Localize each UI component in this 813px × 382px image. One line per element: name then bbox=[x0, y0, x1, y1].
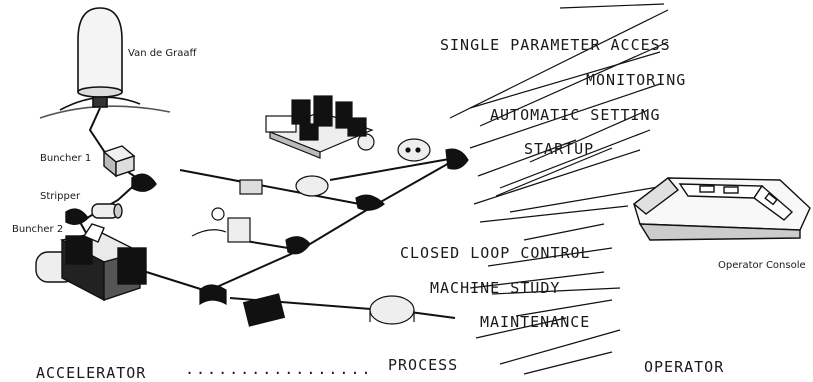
bending-magnets bbox=[199, 148, 469, 327]
label-closed-loop-control: CLOSED LOOP CONTROL bbox=[400, 244, 591, 262]
label-van-de-graaff: Van de Graaff bbox=[128, 48, 197, 59]
label-accelerator: ACCELERATOR bbox=[36, 364, 147, 382]
label-startup: STARTUP bbox=[524, 140, 595, 158]
label-operator: OPERATOR bbox=[644, 358, 725, 376]
label-automatic-setting: AUTOMATIC SETTING bbox=[490, 106, 661, 124]
buncher1-component bbox=[102, 145, 157, 192]
label-process: PROCESS bbox=[388, 356, 459, 374]
label-operator-console: Operator Console bbox=[718, 260, 806, 271]
label-dots: ................. bbox=[185, 360, 373, 378]
label-machine-study: MACHINE STUDY bbox=[430, 279, 561, 297]
main-magnet bbox=[35, 223, 147, 302]
label-single-parameter-access: SINGLE PARAMETER ACCESS bbox=[440, 36, 671, 54]
label-buncher2: Buncher 2 bbox=[12, 224, 64, 235]
injector-beam-line bbox=[79, 107, 141, 241]
label-stripper: Stripper bbox=[40, 191, 81, 202]
label-buncher1: Buncher 1 bbox=[40, 153, 92, 164]
stripper-component bbox=[65, 203, 123, 225]
upper-spectrometer bbox=[265, 95, 374, 159]
operator-console-drawing bbox=[632, 177, 811, 241]
target-station bbox=[191, 133, 431, 325]
label-maintenance: MAINTENANCE bbox=[480, 313, 591, 331]
van-de-graaff-generator bbox=[39, 7, 171, 119]
hatch-lines bbox=[449, 3, 669, 375]
label-monitoring: MONITORING bbox=[586, 71, 687, 89]
